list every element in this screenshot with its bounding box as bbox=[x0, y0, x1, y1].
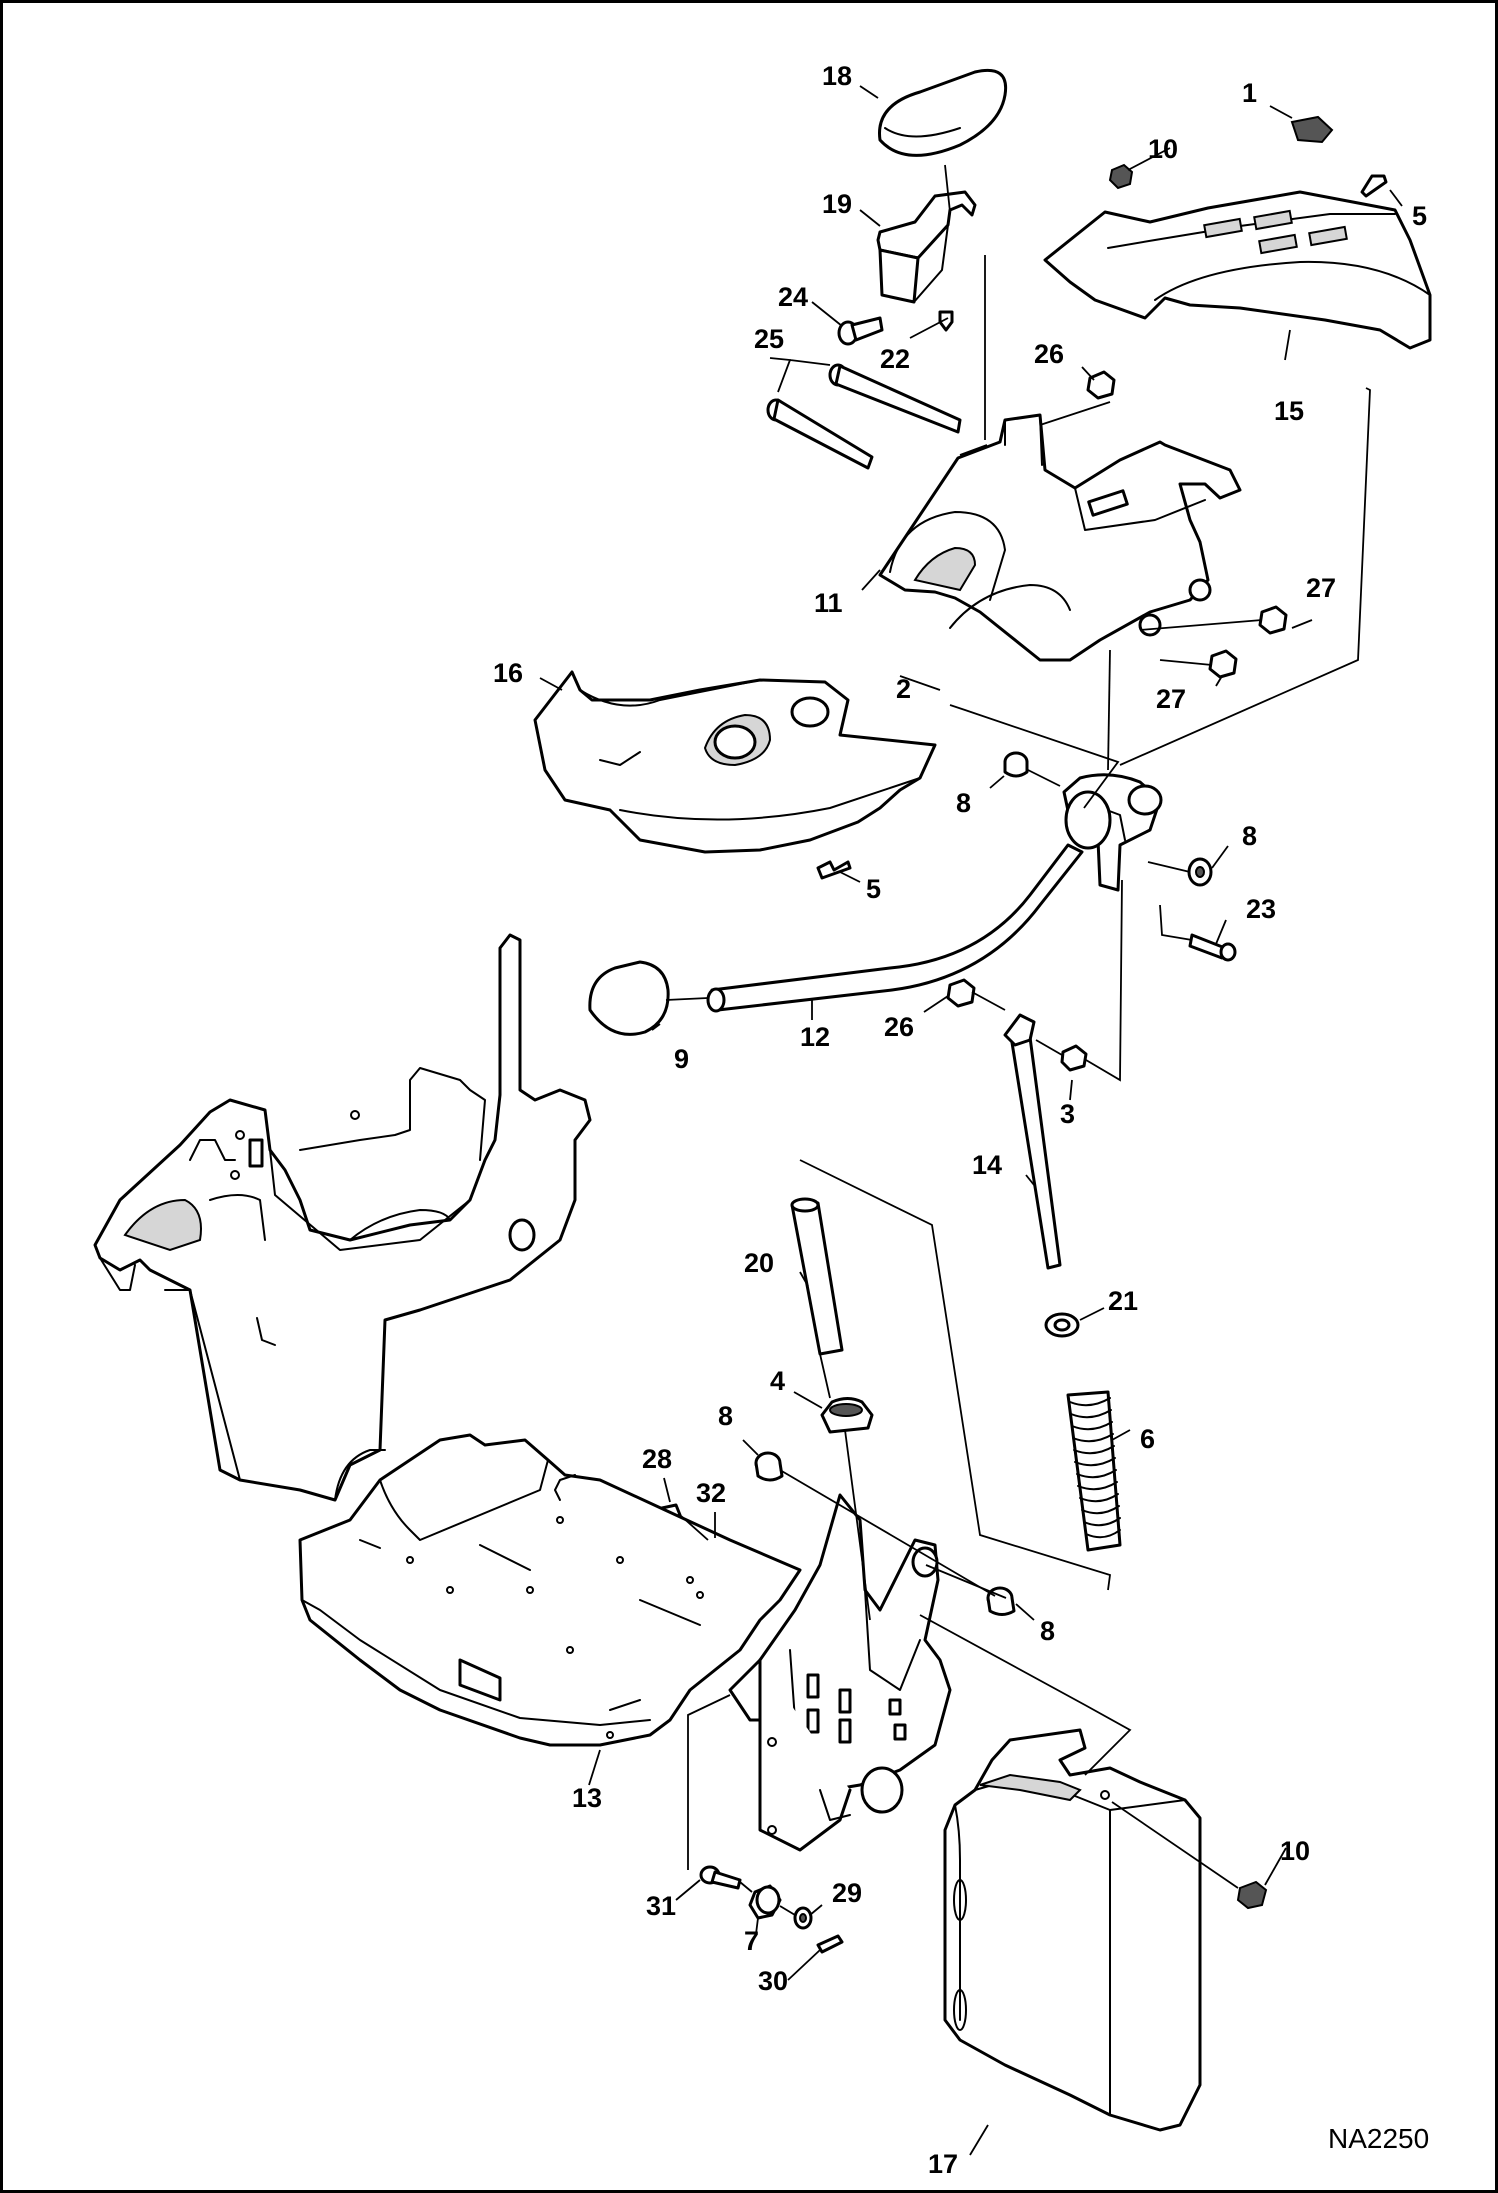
callout-30: 30 bbox=[758, 1966, 788, 1996]
callout-6: 6 bbox=[1140, 1424, 1155, 1454]
pivot-bracket bbox=[728, 1493, 952, 1852]
part-13-floor-plate bbox=[298, 1433, 802, 1747]
part-19-bracket bbox=[876, 190, 977, 304]
part-7-spacer bbox=[748, 1884, 782, 1920]
part-20-tube bbox=[790, 1197, 844, 1356]
part-27-nut-upper bbox=[1258, 605, 1288, 635]
callout-24: 24 bbox=[778, 282, 808, 312]
part-11-console-bracket bbox=[878, 413, 1242, 662]
callout-8-upper-left: 8 bbox=[956, 788, 971, 818]
part-6-spring bbox=[1066, 1390, 1122, 1552]
part-25-bolt-lower bbox=[766, 398, 874, 470]
part-21-washer bbox=[1044, 1312, 1080, 1338]
callout-18: 18 bbox=[822, 61, 852, 91]
part-3-screw bbox=[1060, 1044, 1088, 1072]
part-12-lever bbox=[706, 773, 1163, 1013]
part-16-lower-cover bbox=[533, 670, 937, 854]
part-31-bolt bbox=[699, 1865, 742, 1890]
callout-28: 28 bbox=[642, 1444, 672, 1474]
part-23-bolt bbox=[1188, 933, 1237, 962]
callout-29: 29 bbox=[832, 1878, 862, 1908]
callout-9: 9 bbox=[674, 1044, 689, 1074]
callout-10-upper: 10 bbox=[1148, 134, 1178, 164]
callout-14: 14 bbox=[972, 1150, 1002, 1180]
callout-20: 20 bbox=[744, 1248, 774, 1278]
callout-7: 7 bbox=[744, 1926, 759, 1956]
callout-10-lower: 10 bbox=[1280, 1836, 1310, 1866]
part-29-washer bbox=[793, 1906, 813, 1930]
callout-26-upper: 26 bbox=[1034, 339, 1064, 369]
callout-31: 31 bbox=[646, 1891, 676, 1921]
part-15-upper-cover bbox=[1043, 190, 1432, 350]
part-26-nut-lower bbox=[946, 978, 976, 1008]
callout-8-upper-right: 8 bbox=[1242, 821, 1257, 851]
part-14-rod bbox=[1003, 1013, 1062, 1270]
part-22-screw bbox=[938, 310, 954, 332]
callout-8-lower-right: 8 bbox=[1040, 1616, 1055, 1646]
callout-13: 13 bbox=[572, 1783, 602, 1813]
callout-19: 19 bbox=[822, 189, 852, 219]
part-9-knob bbox=[588, 960, 670, 1036]
callout-5-lower: 5 bbox=[866, 874, 881, 904]
part-8-washer-upper-right bbox=[1187, 857, 1213, 887]
part-26-nut-upper bbox=[1086, 370, 1116, 400]
callout-25: 25 bbox=[754, 324, 784, 354]
part-24-bolt bbox=[837, 316, 884, 346]
part-10-nut-upper bbox=[1108, 163, 1134, 190]
part-8-bushing-upper bbox=[1003, 751, 1029, 778]
callout-27-lower: 27 bbox=[1156, 684, 1186, 714]
part-17-side-panel bbox=[943, 1728, 1202, 2132]
part-4-grommet bbox=[820, 1397, 874, 1434]
callout-3: 3 bbox=[1060, 1099, 1075, 1129]
callout-12: 12 bbox=[800, 1022, 830, 1052]
callout-32: 32 bbox=[696, 1478, 726, 1508]
part-30-pin bbox=[816, 1934, 844, 1954]
callout-22: 22 bbox=[880, 344, 910, 374]
callout-26-lower: 26 bbox=[884, 1012, 914, 1042]
part-8-bushing-lower-right bbox=[986, 1586, 1016, 1616]
callout-labels: 1 2 3 4 5 5 6 7 8 8 8 8 9 10 10 11 12 13… bbox=[493, 61, 1427, 2179]
part-5-screw-lower bbox=[816, 860, 852, 880]
callout-5-upper: 5 bbox=[1412, 201, 1427, 231]
callout-1: 1 bbox=[1242, 78, 1257, 108]
part-27-nut-lower bbox=[1208, 649, 1238, 679]
callout-2: 2 bbox=[896, 674, 911, 704]
callout-11: 11 bbox=[814, 588, 843, 618]
part-1-clip bbox=[1290, 115, 1334, 144]
callout-4: 4 bbox=[770, 1366, 785, 1396]
drawing-id-label: NA2250 bbox=[1328, 2123, 1429, 2154]
part-25-bolt-upper bbox=[828, 363, 962, 434]
callout-8-lower-left: 8 bbox=[718, 1401, 733, 1431]
part-18-pad bbox=[878, 68, 1008, 157]
callout-27-upper: 27 bbox=[1306, 573, 1336, 603]
callout-17: 17 bbox=[928, 2149, 958, 2179]
frame-upper-structure bbox=[93, 933, 592, 1502]
part-8-bushing-lower-left bbox=[754, 1451, 784, 1482]
callout-21: 21 bbox=[1108, 1286, 1138, 1316]
part-10-nut-lower bbox=[1236, 1880, 1268, 1910]
callout-15: 15 bbox=[1274, 396, 1304, 426]
callout-16: 16 bbox=[493, 658, 523, 688]
part-5-screw-upper bbox=[1360, 174, 1388, 198]
leader-lines bbox=[539, 85, 1403, 2156]
callout-23: 23 bbox=[1246, 894, 1276, 924]
